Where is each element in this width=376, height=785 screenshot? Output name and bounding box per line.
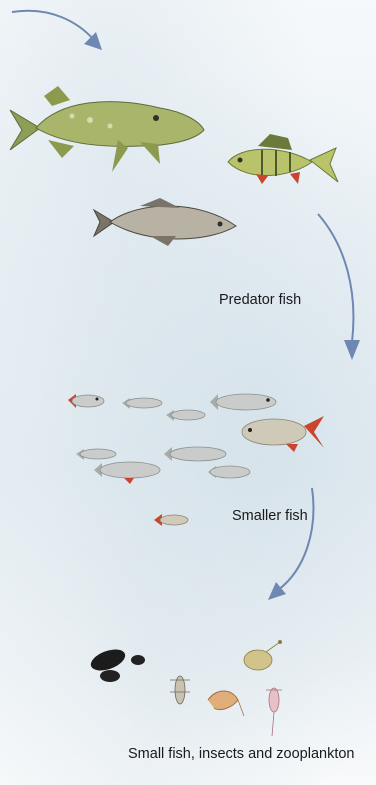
zooplankton-icon [266,688,282,736]
small-fish-icon [208,466,250,478]
small-fish-icon [122,398,162,409]
predator-fish-label: Predator fish [219,290,301,310]
small-fish-icon [94,462,160,484]
small-organisms-label: Small fish, insects and zooplankton [128,744,358,764]
small-fish-icon [76,449,116,460]
small-fish-icon [166,410,205,421]
roach-icon [242,416,324,452]
cod-icon [94,198,236,246]
arrow-icon [278,488,313,590]
mussel-icon [88,645,145,682]
small-fish-icon [164,447,226,461]
arrow-head-icon [344,340,360,360]
small-fish-icon [154,514,188,526]
arrow-icon [12,11,94,40]
shrimp-icon [208,691,244,716]
arrow-head-icon [84,32,102,50]
small-fish-icon [68,394,104,408]
perch-icon [228,134,338,184]
small-fish-icon [210,394,276,410]
zooplankton-icon [244,640,282,670]
smaller-fish-label: Smaller fish [232,506,308,526]
arrow-icon [318,214,353,342]
pike-icon [10,86,204,172]
insect-icon [170,676,190,704]
